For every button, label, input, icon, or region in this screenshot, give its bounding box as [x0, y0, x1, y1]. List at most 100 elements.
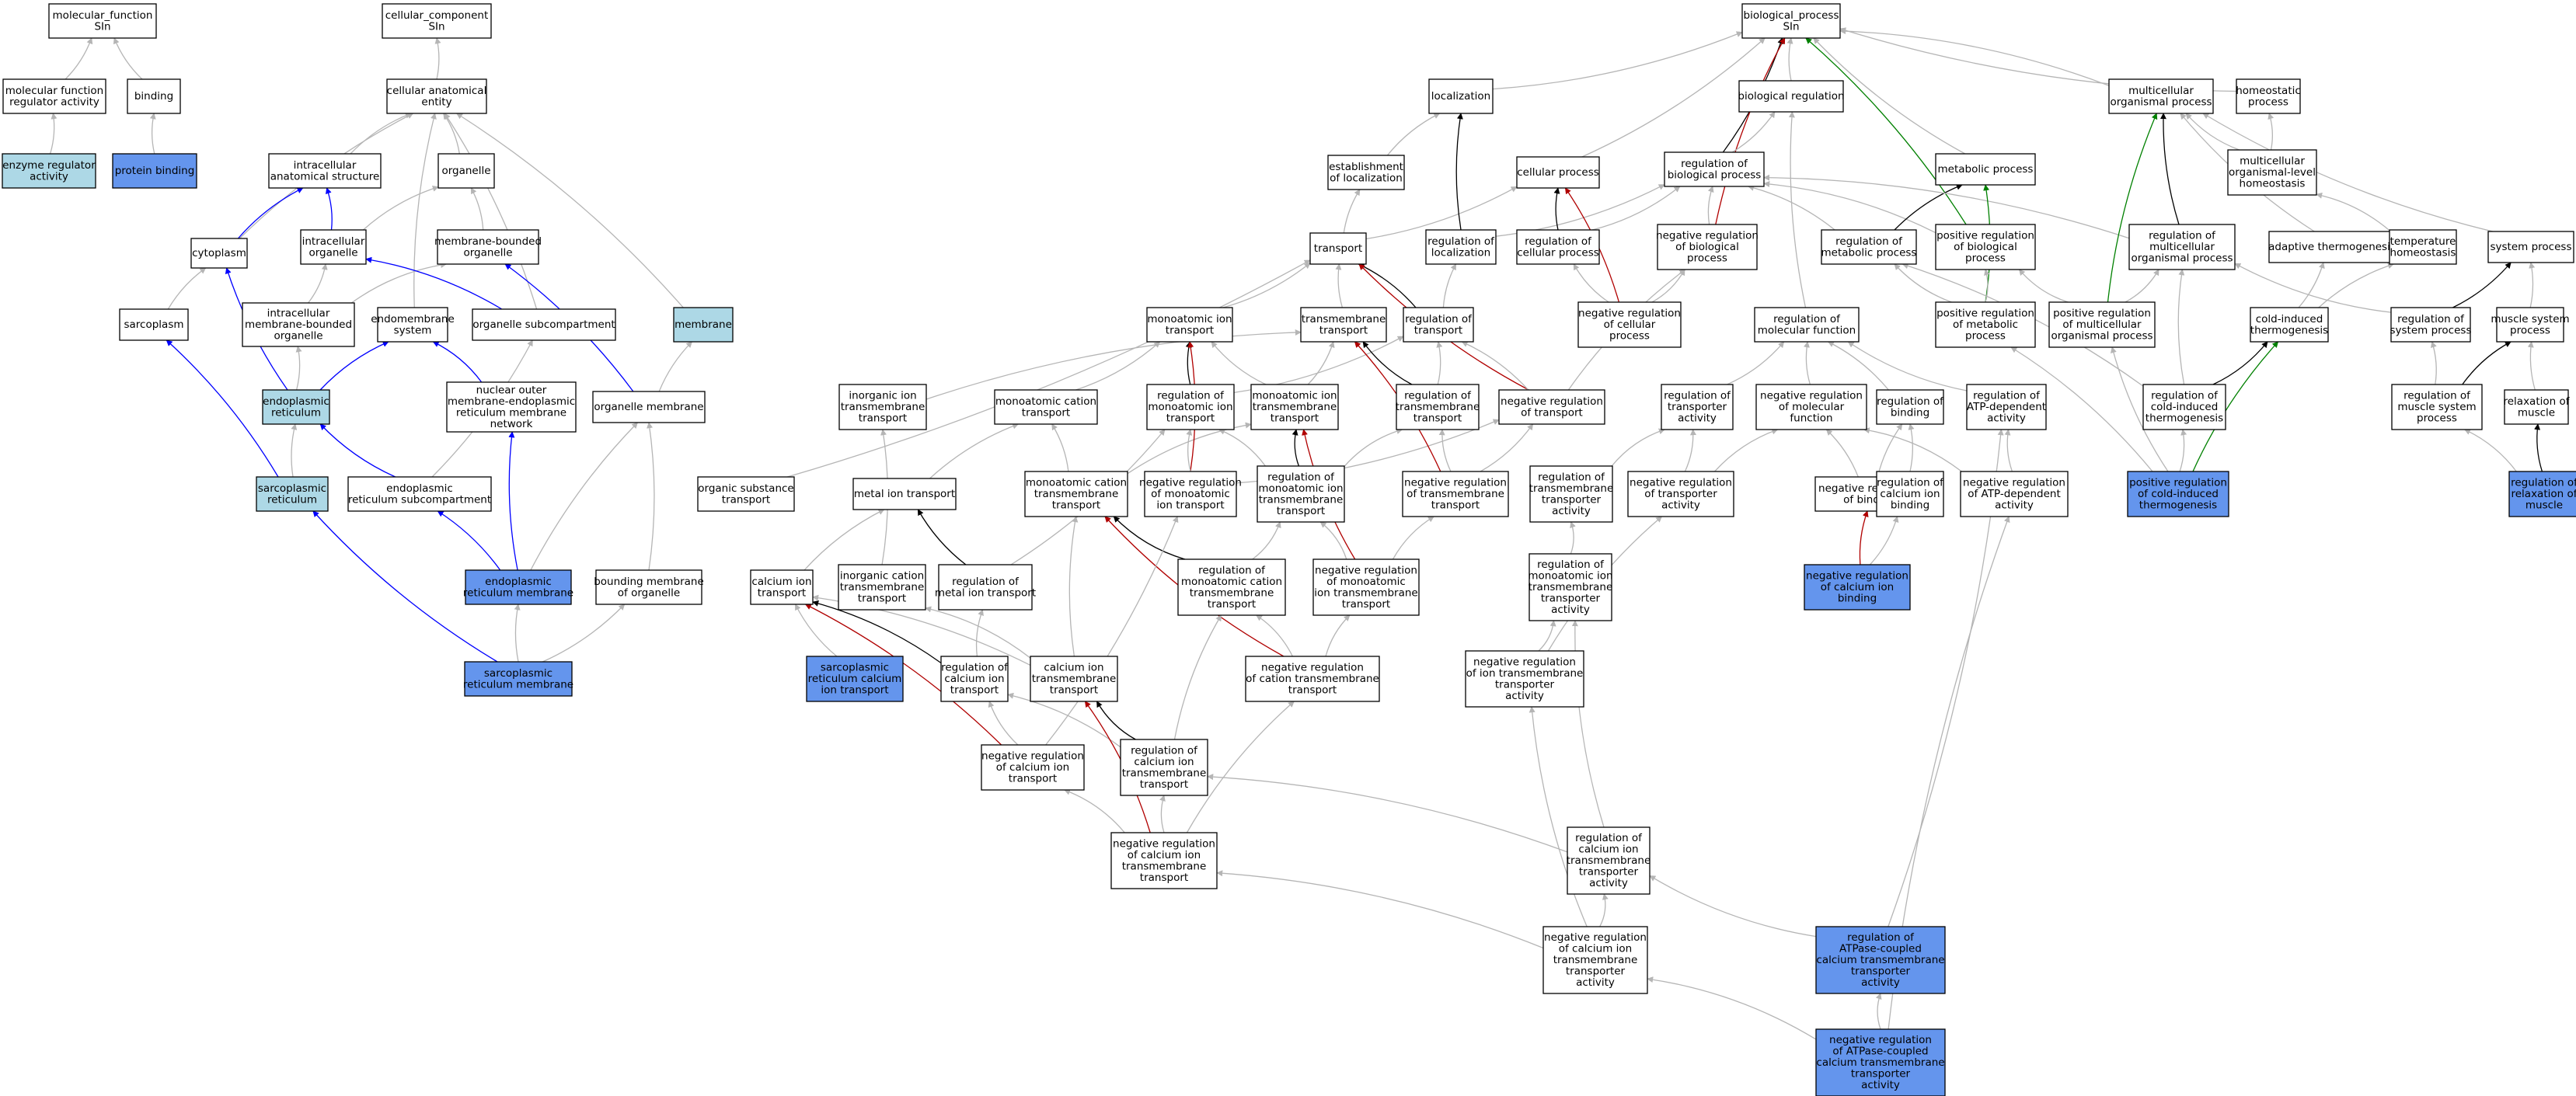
- node-box[interactable]: [1402, 471, 1509, 517]
- node-cytoplasm[interactable]: cytoplasm: [190, 238, 248, 269]
- node-box[interactable]: [242, 302, 355, 347]
- node-metproc[interactable]: metabolic process: [1935, 153, 2036, 186]
- node-box[interactable]: [256, 476, 329, 512]
- node-cellproc[interactable]: cellular process: [1516, 156, 1600, 189]
- node-box[interactable]: [119, 308, 189, 341]
- node-box[interactable]: [1146, 384, 1235, 430]
- node-box[interactable]: [437, 229, 539, 265]
- node-box[interactable]: [1876, 389, 1944, 425]
- node-box[interactable]: [465, 569, 572, 605]
- node-box[interactable]: [127, 78, 181, 114]
- node-box[interactable]: [1403, 307, 1474, 343]
- node-box[interactable]: [1396, 384, 1480, 430]
- node-box[interactable]: [1110, 832, 1218, 889]
- node-mit[interactable]: metal ion transport: [852, 478, 957, 510]
- node-box[interactable]: [2496, 307, 2564, 343]
- node-box[interactable]: [697, 476, 795, 512]
- node-osub[interactable]: organelle subcompartment: [472, 308, 616, 341]
- node-sysproc[interactable]: system process: [2487, 231, 2574, 263]
- node-box[interactable]: [838, 564, 926, 611]
- node-box[interactable]: [1425, 229, 1497, 265]
- node-box[interactable]: [1935, 153, 2036, 186]
- node-sarcoplasm[interactable]: sarcoplasm: [119, 308, 189, 341]
- node-bioreg[interactable]: biological regulation: [1738, 80, 1845, 113]
- node-box[interactable]: [1821, 229, 1917, 265]
- node-box[interactable]: [2128, 224, 2236, 270]
- node-box[interactable]: [2250, 307, 2329, 343]
- node-box[interactable]: [347, 476, 492, 512]
- node-box[interactable]: [1529, 553, 1612, 621]
- node-box[interactable]: [2227, 149, 2317, 196]
- node-box[interactable]: [940, 656, 1009, 702]
- node-box[interactable]: [1754, 307, 1860, 343]
- node-box[interactable]: [377, 307, 448, 343]
- node-box[interactable]: [1627, 471, 1734, 517]
- node-box[interactable]: [1120, 739, 1208, 796]
- node-box[interactable]: [2487, 231, 2574, 263]
- node-box[interactable]: [437, 153, 495, 189]
- node-box[interactable]: [1516, 229, 1600, 265]
- node-box[interactable]: [2390, 307, 2471, 343]
- node-box[interactable]: [1529, 465, 1613, 523]
- node-box[interactable]: [1966, 384, 2047, 430]
- node-membrane[interactable]: membrane: [673, 307, 734, 343]
- node-box[interactable]: [190, 238, 248, 269]
- node-box[interactable]: [300, 229, 367, 265]
- node-box[interactable]: [592, 391, 706, 423]
- node-box[interactable]: [48, 3, 157, 39]
- node-box[interactable]: [1876, 471, 1944, 517]
- node-box[interactable]: [2108, 78, 2214, 114]
- node-binding[interactable]: binding: [127, 78, 181, 114]
- node-box[interactable]: [2268, 231, 2396, 263]
- node-box[interactable]: [2, 78, 106, 114]
- node-box[interactable]: [1755, 384, 1867, 430]
- node-box[interactable]: [2142, 384, 2226, 430]
